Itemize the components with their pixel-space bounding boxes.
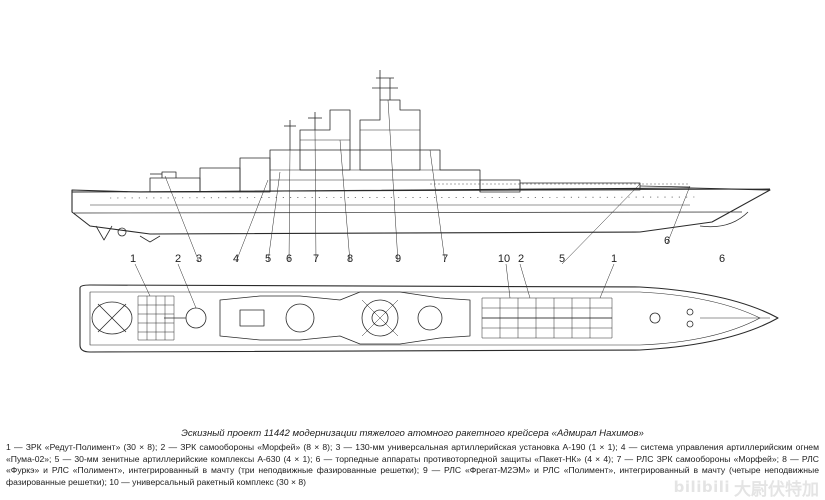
- callout-8: 8: [346, 253, 354, 265]
- callout-7: 7: [312, 253, 320, 265]
- callout-6b: 6: [663, 235, 671, 247]
- side-view: [71, 70, 771, 243]
- caption-title: Эскизный проект 11442 модернизации тяжел…: [181, 428, 644, 439]
- callout-5b: 5: [558, 253, 566, 265]
- figure-caption: Эскизный проект 11442 модернизации тяжел…: [6, 428, 819, 488]
- callout-2: 2: [174, 253, 182, 265]
- callout-9: 9: [394, 253, 402, 265]
- leader-lines: [134, 99, 691, 309]
- top-view: [79, 284, 779, 353]
- callout-6: 6: [285, 253, 293, 265]
- callout-3: 3: [195, 253, 203, 265]
- callout-10: 10: [497, 253, 511, 265]
- callout-6c: 6: [718, 253, 726, 265]
- callout-4: 4: [232, 253, 240, 265]
- watermark: bilibili 大尉伏特加: [673, 476, 819, 500]
- watermark-channel: 大尉伏特加: [734, 479, 819, 500]
- ship-drawing: [71, 70, 779, 353]
- caption-legend: 1 — ЗРК «Редут-Полимент» (30 × 8); 2 — З…: [6, 442, 819, 487]
- callout-1b: 1: [610, 253, 618, 265]
- bilibili-logo: bilibili: [673, 478, 730, 496]
- callout-5: 5: [264, 253, 272, 265]
- callout-7b: 7: [441, 253, 449, 265]
- callout-1: 1: [129, 253, 137, 265]
- callout-2b: 2: [517, 253, 525, 265]
